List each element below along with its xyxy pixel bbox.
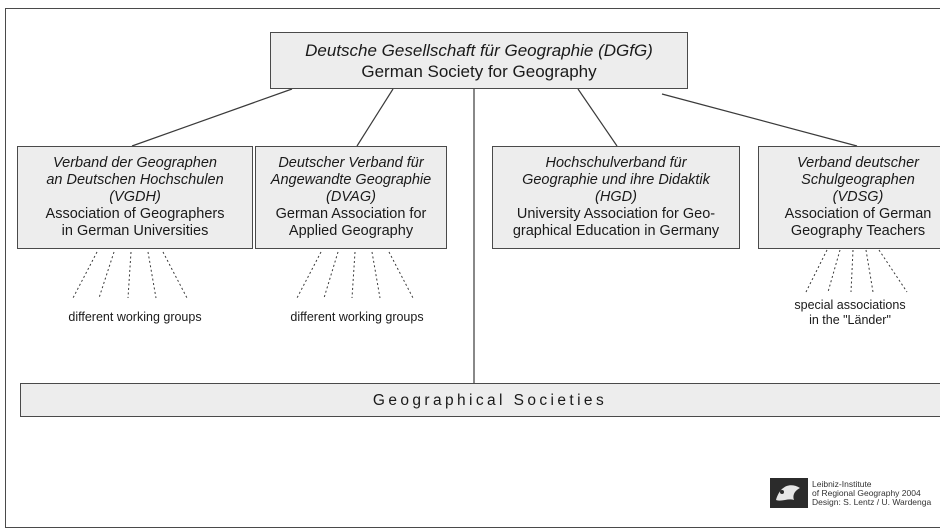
dashed-link xyxy=(127,251,132,299)
org-name-german: Verband deutscher xyxy=(797,155,919,171)
org-name-german: an Deutschen Hochschulen xyxy=(46,172,224,188)
org-name-english: graphical Education in Germany xyxy=(512,223,720,239)
dashed-link xyxy=(878,249,908,293)
org-abbreviation: (DVAG) xyxy=(326,189,376,205)
dashed-link xyxy=(296,251,322,299)
org-name-english: in German Universities xyxy=(61,223,209,239)
subgroup-label-dvag: different working groups xyxy=(262,310,452,325)
org-name-english: Association of German xyxy=(784,206,932,222)
org-abbreviation: (VDSG) xyxy=(832,189,884,205)
root-name-english: German Society for Geography xyxy=(361,61,597,81)
dashed-link xyxy=(147,251,157,299)
bottom-bar-label: Geographical Societies xyxy=(372,391,608,409)
root-name-german: Deutsche Gesellschaft für Geographie (DG… xyxy=(305,40,653,60)
org-name-english: University Association for Geo- xyxy=(516,206,716,222)
dashed-link xyxy=(805,249,828,293)
org-name-german: Schulgeographen xyxy=(801,172,915,188)
geographical-societies-bar: Geographical Societies xyxy=(20,383,940,417)
org-abbreviation: (VGDH) xyxy=(109,189,161,205)
dashed-link xyxy=(98,251,115,299)
subgroup-label-vdsg: special associations in the "Länder" xyxy=(770,298,930,328)
org-name-german: Geographie und ihre Didaktik xyxy=(522,172,710,188)
dashed-link xyxy=(72,251,98,299)
dashed-link xyxy=(351,251,356,299)
dashed-link xyxy=(827,249,841,293)
credit-text: Leibniz-Institute of Regional Geography … xyxy=(812,478,932,507)
credit-block: Leibniz-Institute of Regional Geography … xyxy=(770,478,931,508)
org-name-german: Angewandte Geographie xyxy=(270,172,432,188)
institute-logo-icon xyxy=(770,478,808,508)
credit-line: Leibniz-Institute xyxy=(812,478,872,489)
connector-root-vgdh xyxy=(131,88,293,147)
org-name-german: Deutscher Verband für xyxy=(278,155,424,171)
org-name-english: Applied Geography xyxy=(288,223,414,239)
connector-root-hgd xyxy=(577,88,618,147)
subgroup-text: special associations xyxy=(794,298,906,312)
org-name-english: German Association for xyxy=(275,206,427,222)
org-box-vgdh: Verband der Geographen an Deutschen Hoch… xyxy=(17,146,253,249)
org-box-vdsg: Verband deutscher Schulgeographen (VDSG)… xyxy=(758,146,940,249)
dashed-link xyxy=(388,251,414,299)
subgroup-label-vgdh: different working groups xyxy=(40,310,230,325)
root-organization-box: Deutsche Gesellschaft für Geographie (DG… xyxy=(270,32,688,89)
dashed-link xyxy=(865,249,874,293)
connector-root-vdsg xyxy=(661,93,858,147)
org-box-hgd: Hochschulverband für Geographie und ihre… xyxy=(492,146,740,249)
subgroup-text: in the "Länder" xyxy=(809,313,891,327)
org-name-english: Geography Teachers xyxy=(790,223,926,239)
org-box-dvag: Deutscher Verband für Angewandte Geograp… xyxy=(255,146,447,249)
dashed-link xyxy=(850,249,854,293)
connector-root-dvag xyxy=(356,88,394,147)
subgroup-text: different working groups xyxy=(68,310,202,324)
org-name-english: Association of Geographers xyxy=(45,206,225,222)
dashed-link xyxy=(371,251,381,299)
org-name-german: Verband der Geographen xyxy=(53,155,217,171)
org-abbreviation: (HGD) xyxy=(595,189,637,205)
credit-line: of Regional Geography 2004 xyxy=(812,487,921,498)
org-name-german: Hochschulverband für xyxy=(545,155,687,171)
subgroup-text: different working groups xyxy=(290,310,424,324)
dashed-link xyxy=(323,251,339,299)
dashed-link xyxy=(162,251,188,299)
credit-line: Design: S. Lentz / U. Wardenga xyxy=(812,496,932,507)
